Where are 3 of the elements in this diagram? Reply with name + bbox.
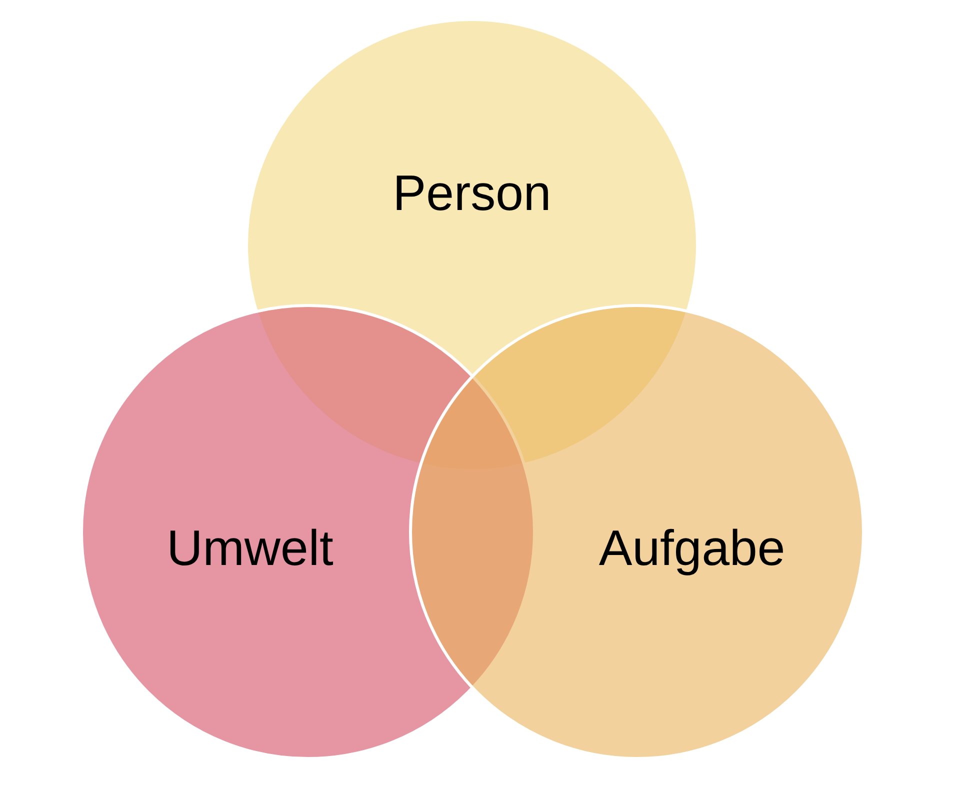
circle-label: Aufgabe [598, 519, 786, 577]
circle-label: Person [392, 164, 552, 222]
circle-label: Umwelt [166, 519, 334, 577]
